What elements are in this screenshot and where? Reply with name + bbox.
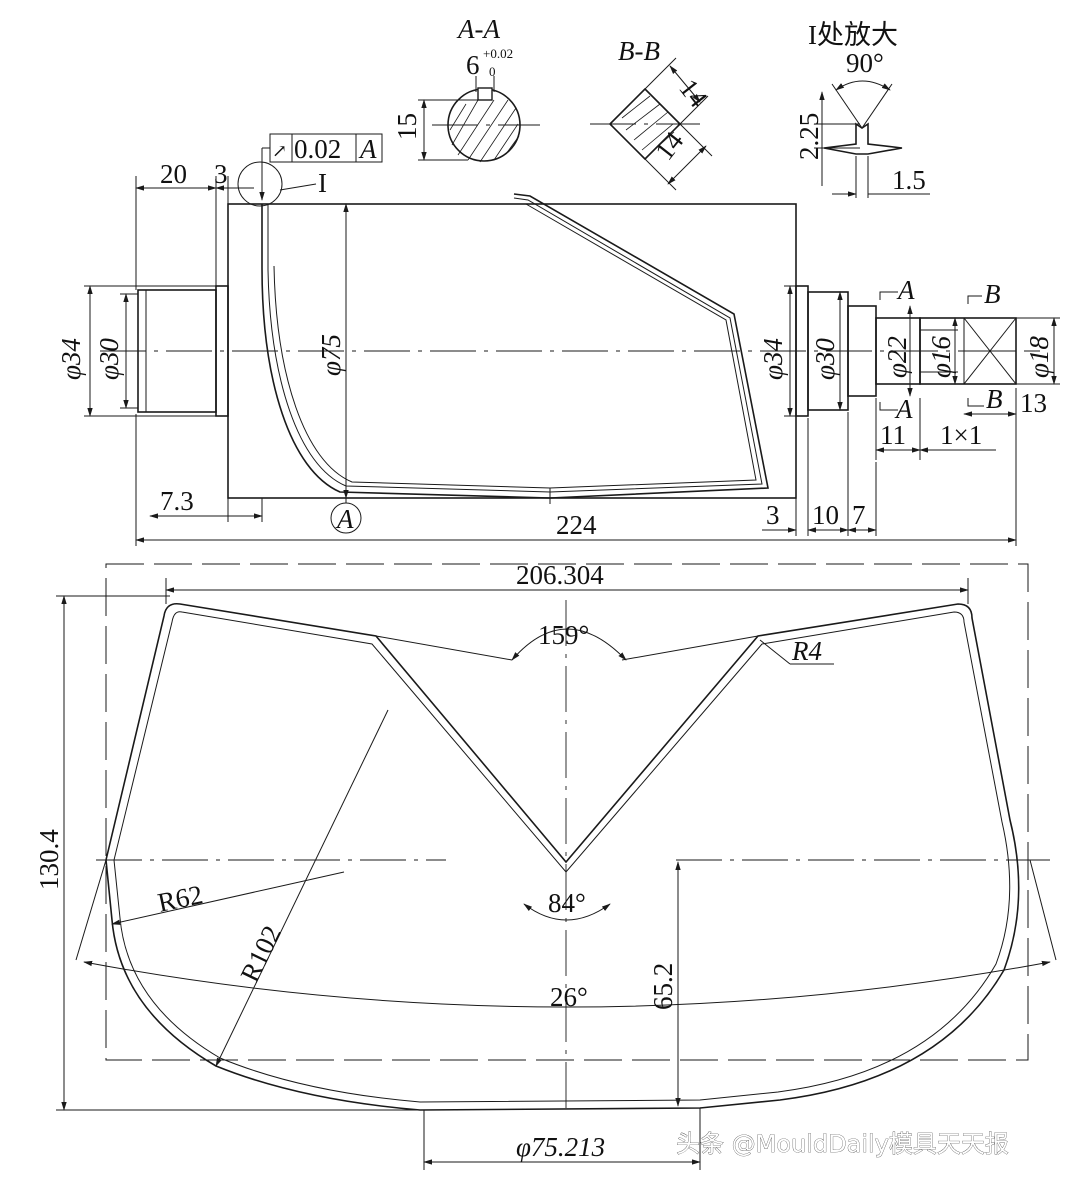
section-bb-title: B-B <box>618 36 660 66</box>
dev-fillet: R4 <box>791 636 822 666</box>
dim-3-top: 3 <box>214 159 228 189</box>
dim-11: 11 <box>880 420 906 450</box>
dia-18: φ18 <box>1024 336 1054 378</box>
dev-radius-small: R62 <box>155 879 205 918</box>
dim-10: 10 <box>812 500 839 530</box>
section-marker-b-top: B <box>984 279 1001 309</box>
dev-width: 206.304 <box>516 560 604 590</box>
section-aa-title: A-A <box>456 14 500 44</box>
dev-bottom-width: φ75.213 <box>516 1132 605 1162</box>
dia-main: φ75 <box>316 334 346 376</box>
section-aa-hatching <box>449 99 520 163</box>
detail-i-marker-label: I <box>318 168 327 198</box>
dia-left-inner: φ30 <box>94 338 124 380</box>
datum-a-label: A <box>335 504 354 534</box>
section-aa-height-dim: 15 <box>392 113 422 140</box>
dim-13: 13 <box>1020 388 1047 418</box>
detail-i-view: I处放大 90° 2.25 1.5 <box>794 20 930 198</box>
dim-20: 20 <box>160 159 187 189</box>
dim-7: 7 <box>852 500 866 530</box>
section-marker-a-bottom: A <box>894 394 913 424</box>
dia-right-outer: φ34 <box>758 338 788 380</box>
dev-height: 130.4 <box>34 829 64 890</box>
dev-outline-inner <box>113 611 1011 1103</box>
dia-22: φ22 <box>882 336 912 378</box>
section-marker-b-bottom: B <box>986 384 1003 414</box>
section-aa-tol-upper: +0.02 <box>483 46 513 61</box>
tolerance-value: 0.02 <box>294 134 341 164</box>
section-aa-tol-lower: 0 <box>489 64 496 79</box>
dev-radius-large: R102 <box>234 921 287 987</box>
runout-symbol: ↗ <box>272 141 287 161</box>
helical-blade-outer <box>261 193 769 499</box>
dev-half-height: 65.2 <box>648 963 678 1010</box>
section-b-b-view: B-B 14 14 <box>590 36 714 191</box>
detail-i-knife-profile <box>823 122 903 155</box>
section-marker-a-top: A <box>896 275 915 305</box>
blade-development-view: 206.304 130.4 159° R4 R62 R102 84° <box>34 560 1057 1170</box>
dev-angle-top: 159° <box>538 620 589 650</box>
dia-16: φ16 <box>926 336 956 378</box>
section-a-a-view: A-A 6 +0.02 0 15 <box>392 14 540 163</box>
dev-outline-outer <box>105 602 1020 1111</box>
main-shaft-view: ↗ 0.02 A I 20 3 φ34 φ30 φ75 <box>56 133 1060 546</box>
dim-chamfer: 1×1 <box>940 420 982 450</box>
section-bb-dim-bottom: 14 <box>649 126 690 166</box>
detail-i-title: I处放大 <box>808 20 898 50</box>
dim-224: 224 <box>556 510 597 540</box>
watermark: 头条 @MouldDaily模具天天报 <box>676 1130 1009 1158</box>
detail-i-depth: 2.25 <box>794 113 824 160</box>
detail-i-angle: 90° <box>846 48 884 78</box>
dev-angle-v: 84° <box>548 888 586 918</box>
section-aa-keyway <box>477 87 493 101</box>
dia-left-outer: φ34 <box>56 338 86 380</box>
dev-angle-bottom: 26° <box>550 982 588 1012</box>
dim-7-3: 7.3 <box>160 486 194 516</box>
detail-i-width: 1.5 <box>892 165 926 195</box>
section-bb-dim-top: 14 <box>673 73 714 113</box>
section-aa-width-dim: 6 <box>466 50 480 80</box>
detail-i-marker-circle <box>237 161 283 207</box>
tolerance-datum: A <box>358 134 377 164</box>
dia-right-inner: φ30 <box>810 338 840 380</box>
dim-3-bottom: 3 <box>766 500 780 530</box>
